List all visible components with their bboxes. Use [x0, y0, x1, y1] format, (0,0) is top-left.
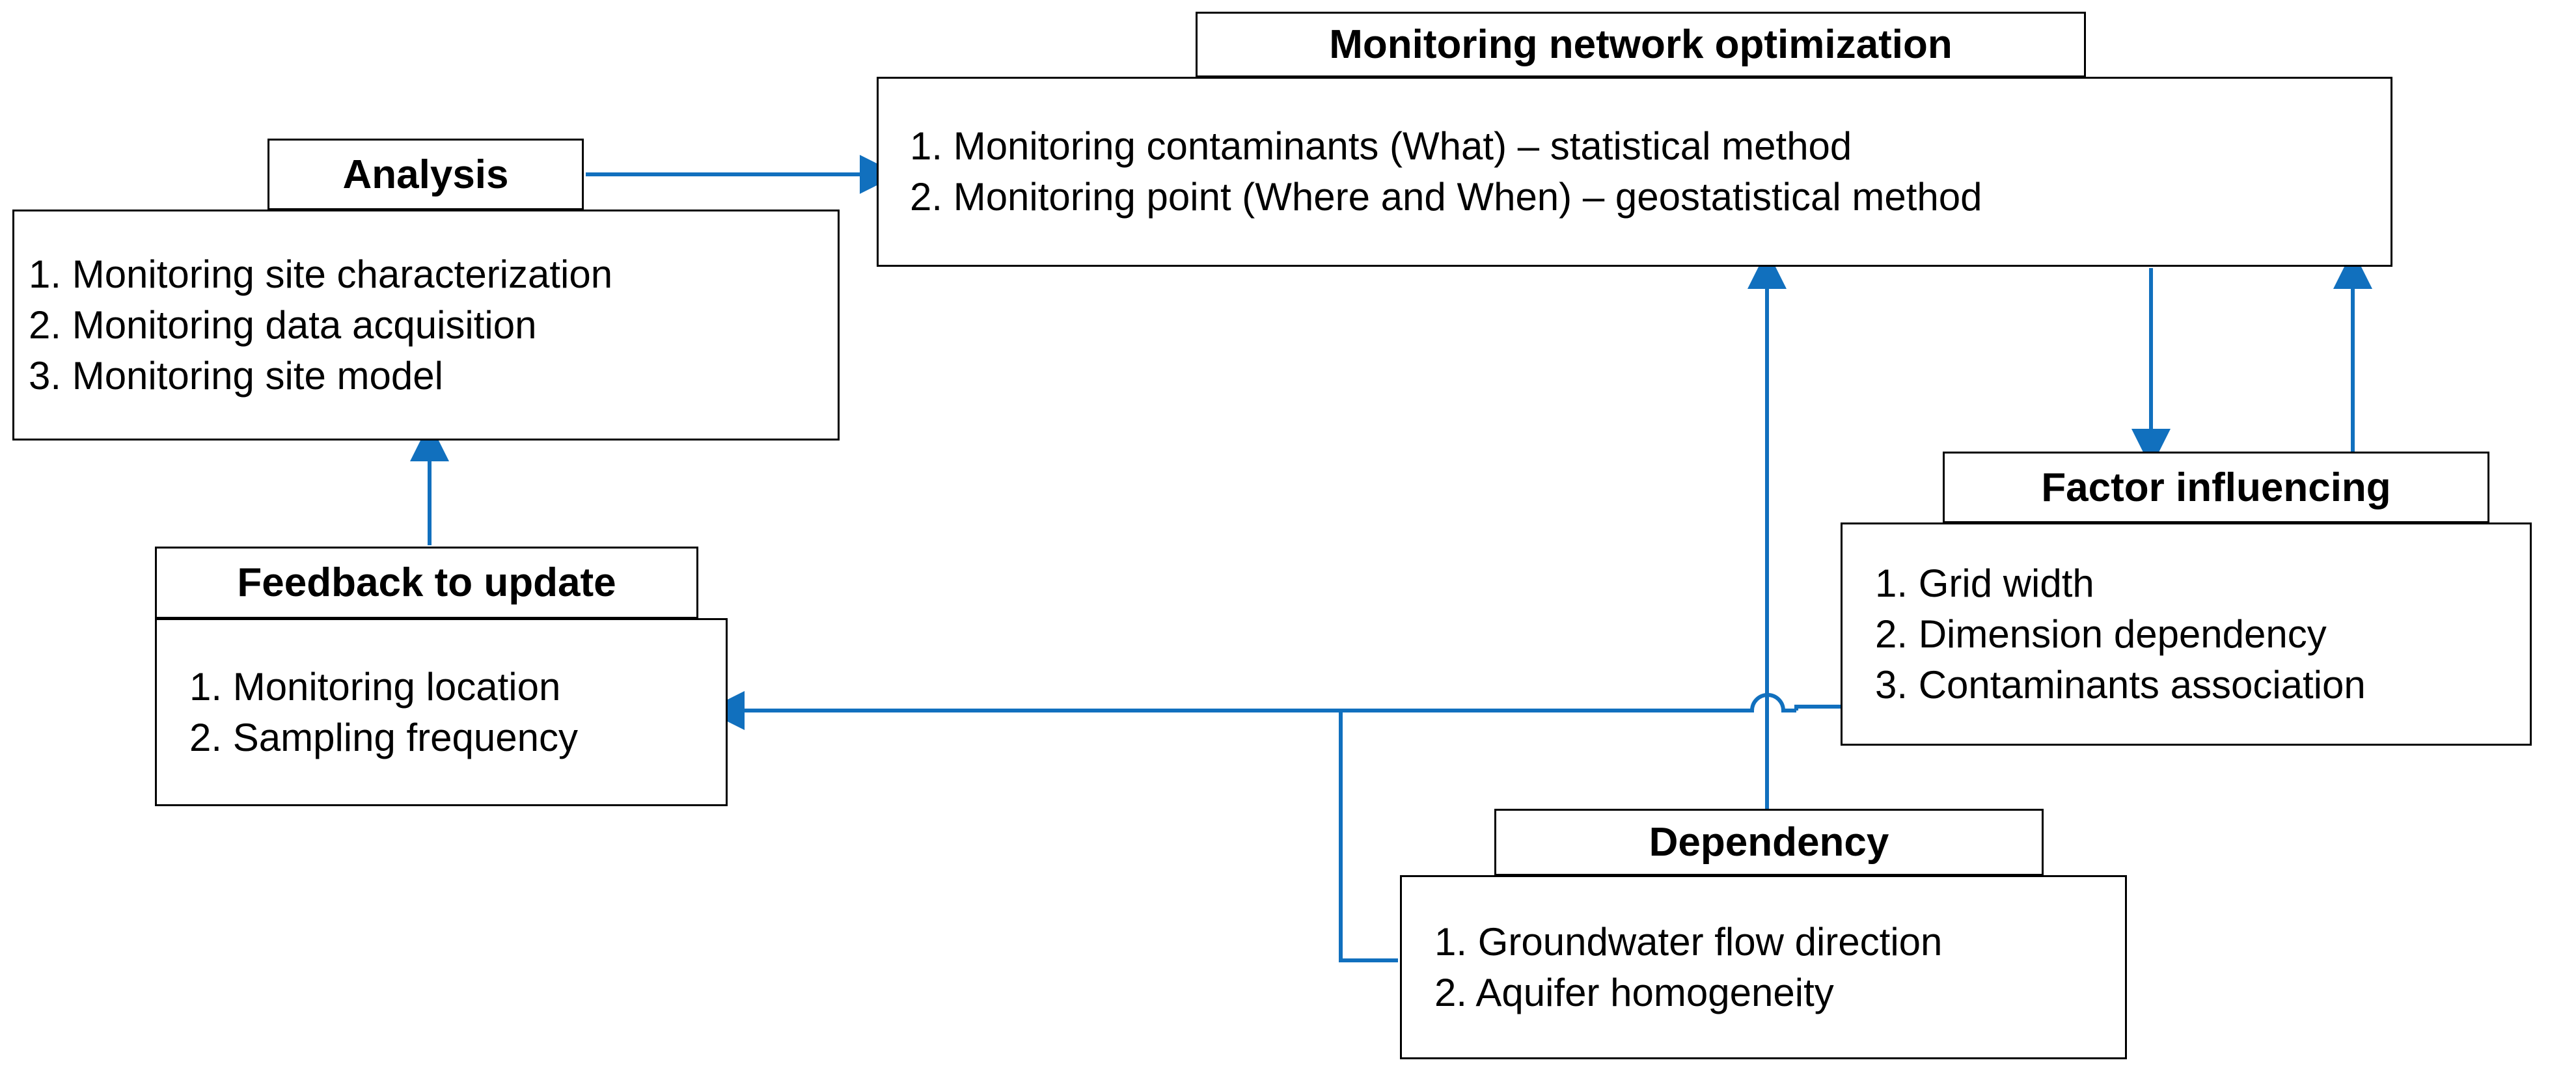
analysis-body: 1. Monitoring site characterization 2. M… [12, 210, 840, 441]
list-item: 1. Monitoring site characterization [29, 252, 613, 296]
factor-influencing-header: Factor influencing [1943, 452, 2489, 523]
list-item: 2. Monitoring point (Where and When) – g… [910, 175, 1982, 219]
list-item: 1. Groundwater flow direction [1434, 919, 1943, 964]
node-title: Factor influencing [2041, 465, 2391, 510]
feedback-to-update-body: 1. Monitoring location 2. Sampling frequ… [155, 618, 728, 806]
list-item: 1. Monitoring location [189, 664, 561, 709]
list-item: 1. Grid width [1875, 561, 2094, 605]
node-title: Monitoring network optimization [1329, 22, 1953, 67]
list-item: 2. Monitoring data acquisition [29, 303, 537, 347]
monitoring-network-optimization-header: Monitoring network optimization [1196, 12, 2086, 77]
dependency-header: Dependency [1494, 809, 2044, 876]
monitoring-network-optimization-body: 1. Monitoring contaminants (What) – stat… [877, 77, 2392, 267]
edge-factor-to-feedback [706, 691, 1841, 962]
factor-influencing-body: 1. Grid width 2. Dimension dependency 3.… [1841, 522, 2532, 746]
feedback-to-update-header: Feedback to update [155, 547, 698, 619]
list-item: 2. Sampling frequency [189, 715, 579, 759]
dependency-body: 1. Groundwater flow direction 2. Aquifer… [1400, 875, 2127, 1059]
node-title: Analysis [342, 152, 509, 197]
list-item: 2. Dimension dependency [1875, 612, 2327, 656]
list-item: 3. Contaminants association [1875, 662, 2366, 707]
list-item: 2. Aquifer homogeneity [1434, 970, 1834, 1014]
list-item: 1. Monitoring contaminants (What) – stat… [910, 124, 1852, 168]
node-title: Dependency [1649, 820, 1889, 865]
list-item: 3. Monitoring site model [29, 353, 443, 398]
analysis-header: Analysis [267, 139, 584, 210]
node-title: Feedback to update [237, 560, 616, 605]
